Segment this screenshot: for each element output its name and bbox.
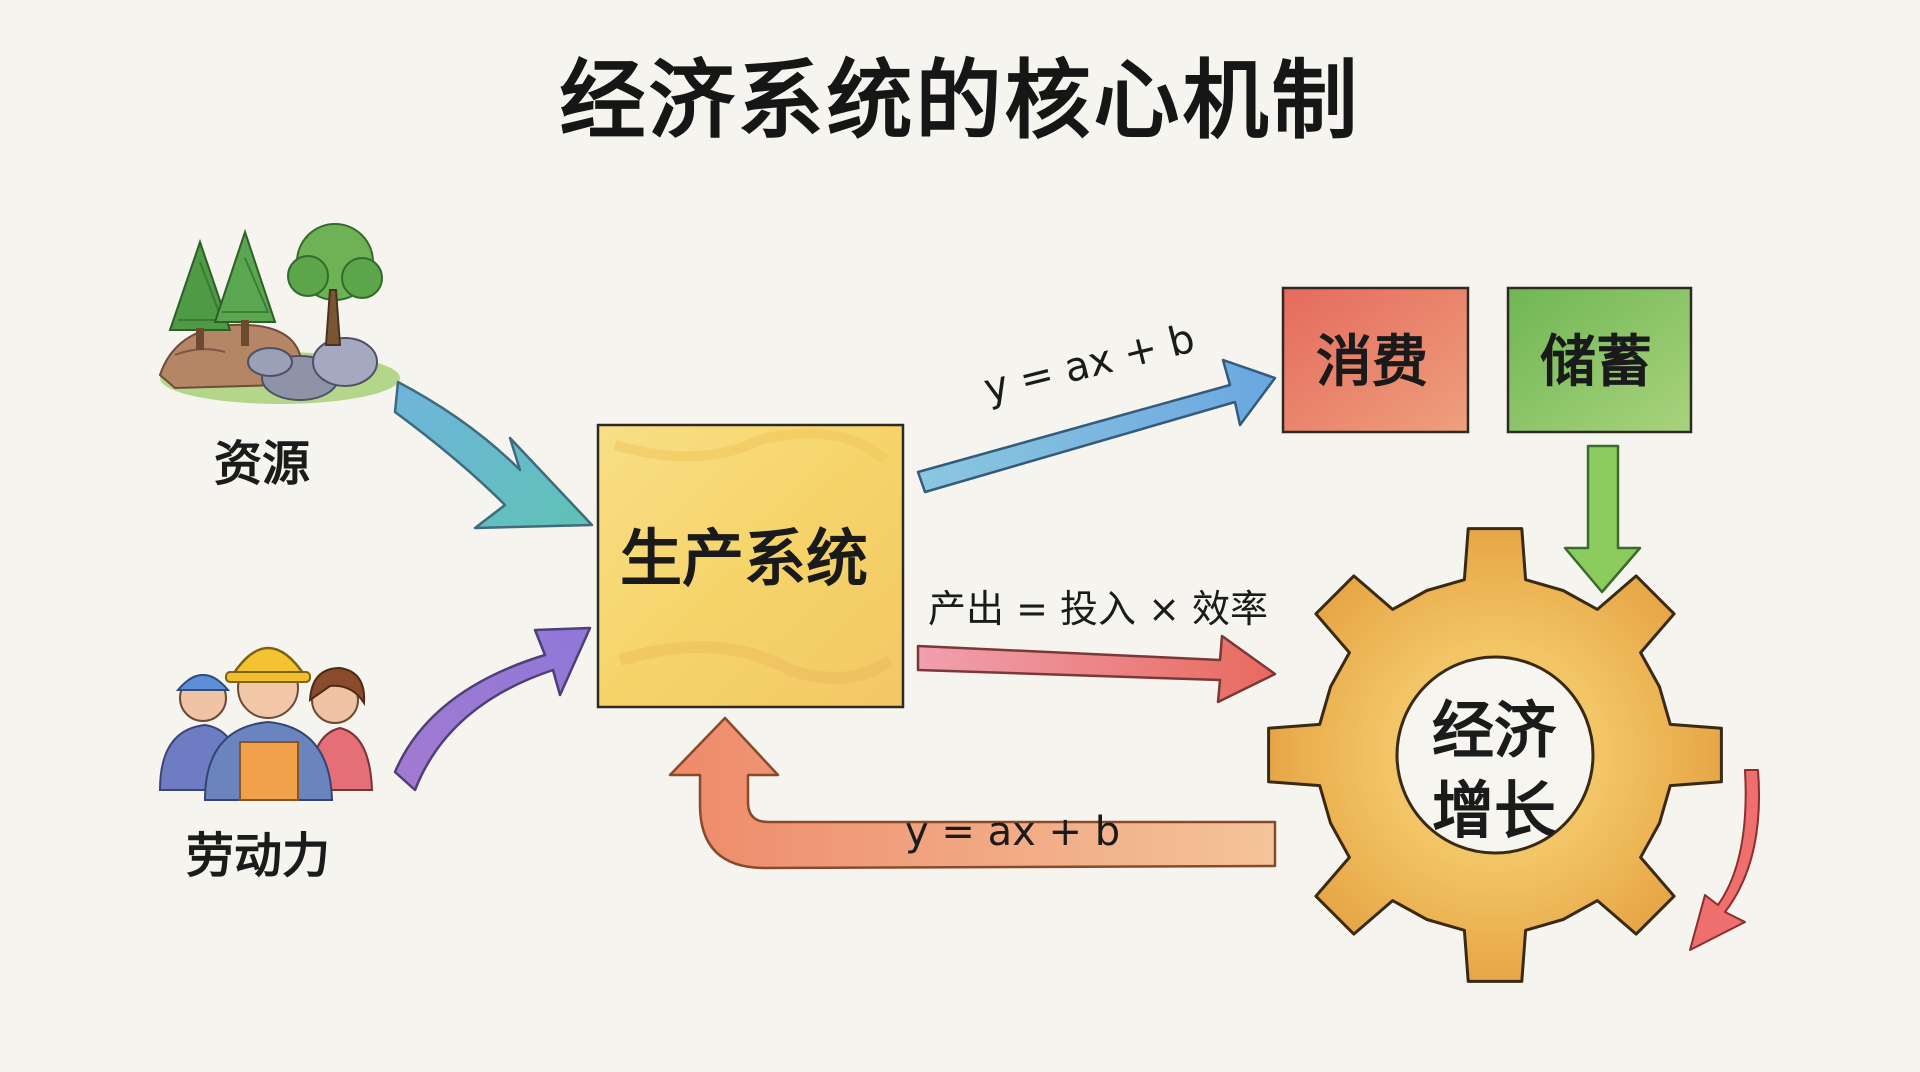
- savings-label: 储蓄: [1540, 330, 1652, 395]
- growth-label-line2: 增长: [1432, 774, 1557, 847]
- production-system-label: 生产系统: [620, 522, 869, 595]
- production-to-consumption-arrow: [916, 358, 1277, 494]
- diagram-title: 经济系统的核心机制: [559, 51, 1361, 151]
- workers-icon: [158, 646, 374, 801]
- production-to-growth-arrow: [916, 634, 1277, 704]
- resources-to-production-arrow: [393, 380, 594, 530]
- growth-label-line1: 经济: [1432, 694, 1557, 767]
- production-system-box: [596, 423, 905, 709]
- consumption-label: 消费: [1316, 330, 1428, 395]
- rotation-arrow: [1689, 769, 1761, 951]
- gear-hole: [1395, 655, 1595, 855]
- consumption-box: [1281, 286, 1470, 434]
- formula-output: 产出 = 投入 × 效率: [928, 587, 1268, 631]
- savings-box: [1506, 286, 1693, 434]
- feedback-arrow: [668, 716, 1277, 870]
- formula-feedback: y = ax + b: [905, 809, 1121, 855]
- labor-to-production-arrow: [393, 626, 592, 792]
- labor-label: 劳动力: [186, 828, 331, 884]
- forest-rocks-icon: [158, 223, 400, 404]
- resources-label: 资源: [214, 436, 311, 492]
- savings-to-growth-arrow: [1563, 444, 1642, 594]
